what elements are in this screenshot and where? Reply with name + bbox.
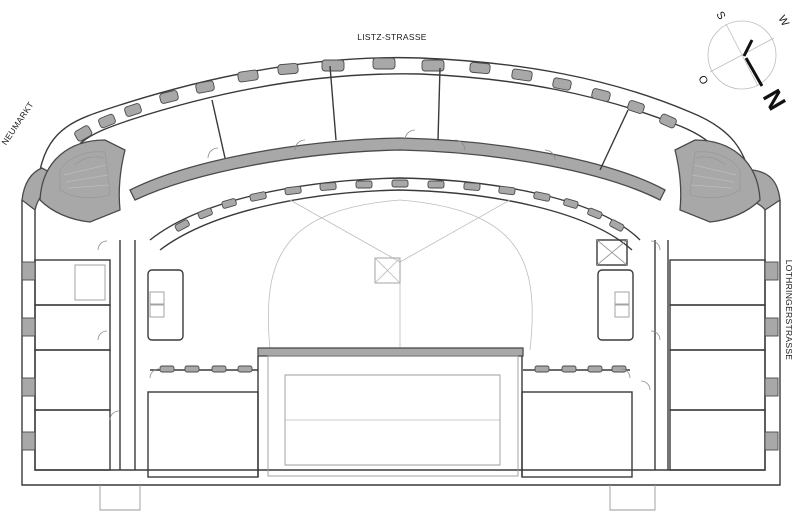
central-light-fixture: [374, 257, 401, 284]
auditorium: [257, 199, 533, 477]
foyer-ring: [129, 137, 666, 251]
street-label-north: LISTZ-STRASSE: [357, 32, 427, 42]
facade-piers: [74, 57, 677, 142]
inner-ring-columns: [174, 179, 625, 232]
compass-south: S: [713, 10, 727, 22]
radial-walls: [211, 65, 629, 171]
compass-rose: S W O N: [695, 10, 792, 116]
west-wing: [21, 240, 184, 471]
compass-circle: [707, 20, 777, 90]
street-label-west: NEUMARKT: [0, 100, 36, 147]
compass-west: W: [775, 14, 791, 30]
compass-north: N: [757, 84, 792, 115]
doors: [97, 129, 661, 421]
street-label-east: LOTHRINGERSTRASSE: [784, 260, 794, 361]
lower-galleries: [147, 356, 633, 478]
compass-east: O: [695, 74, 710, 88]
stair-tower-east: [674, 139, 761, 223]
stair-tower-west: [39, 139, 126, 223]
east-wing: [596, 239, 779, 471]
